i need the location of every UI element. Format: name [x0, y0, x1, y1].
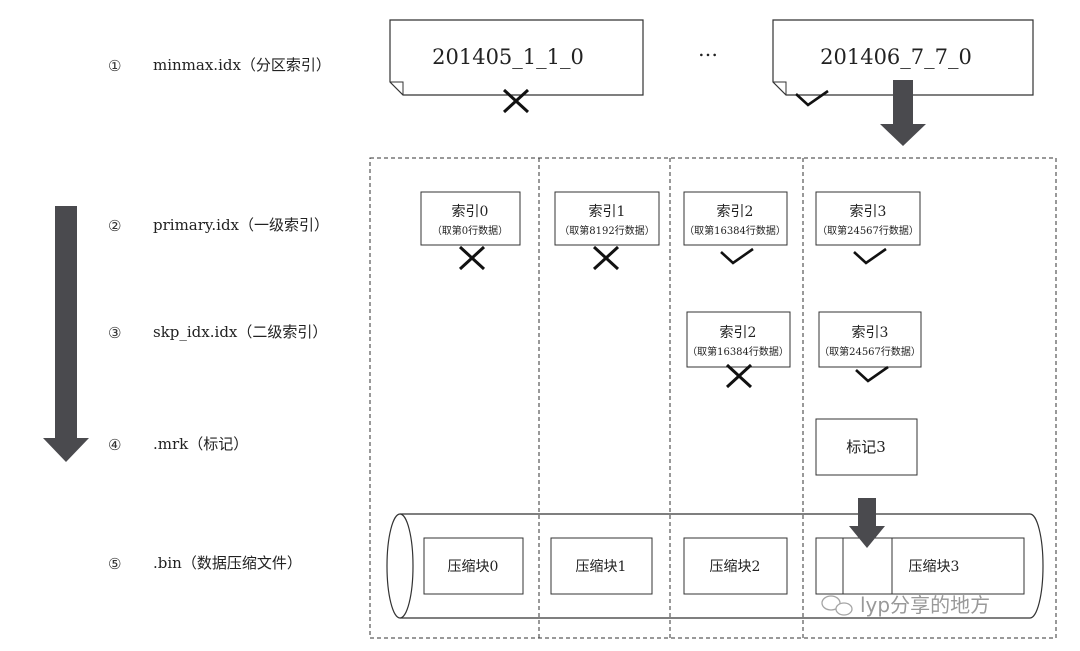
- cross-icon: [592, 245, 620, 271]
- flow-down-arrow: [43, 206, 89, 462]
- partition-left-label: 201405_1_1_0: [432, 45, 584, 69]
- block-0: 压缩块0: [423, 537, 524, 595]
- primary-index-1-title: 索引1: [589, 203, 626, 220]
- level-4-row: ④ .mrk（标记）: [108, 435, 248, 454]
- level-5-row: ⑤ .bin（数据压缩文件）: [108, 554, 302, 573]
- block-3: 压缩块3: [815, 537, 1025, 595]
- primary-index-0-title: 索引0: [452, 203, 489, 220]
- bin-cylinder: [386, 513, 1044, 619]
- block-0-label: 压缩块0: [448, 559, 499, 575]
- partition-right: 201406_7_7_0: [772, 19, 1034, 107]
- check-icon: [719, 247, 755, 265]
- cross-icon: [458, 245, 486, 271]
- level-1-row: ① minmax.idx（分区索引）: [108, 56, 331, 75]
- level-3-label: skp_idx.idx（二级索引）: [153, 323, 327, 341]
- mark-to-block-arrow: [849, 498, 885, 548]
- primary-index-1: 索引1 （取第8192行数据）: [554, 191, 660, 271]
- partition-right-label: 201406_7_7_0: [820, 45, 972, 69]
- partition-left: 201405_1_1_0: [389, 19, 644, 114]
- primary-index-2-sub: （取第16384行数据）: [684, 224, 786, 237]
- skip-index-3-title: 索引3: [852, 324, 889, 341]
- primary-index-0: 索引0 （取第0行数据）: [420, 191, 521, 271]
- level-4-number: ④: [108, 436, 121, 454]
- primary-index-2-title: 索引2: [717, 203, 754, 220]
- check-icon: [854, 365, 890, 383]
- block-2: 压缩块2: [683, 537, 788, 595]
- level-2-label: primary.idx（一级索引）: [153, 216, 329, 234]
- primary-index-2: 索引2 （取第16384行数据）: [683, 191, 788, 265]
- block-1: 压缩块1: [550, 537, 653, 595]
- level-1-label: minmax.idx（分区索引）: [153, 56, 331, 74]
- skip-index-2-sub: （取第16384行数据）: [687, 345, 789, 358]
- level-4-label: .mrk（标记）: [153, 435, 248, 453]
- level-2-row: ② primary.idx（一级索引）: [108, 216, 329, 235]
- cross-icon: [725, 363, 753, 389]
- primary-index-3-sub: （取第24567行数据）: [817, 224, 919, 237]
- primary-index-1-sub: （取第8192行数据）: [559, 224, 654, 237]
- level-2-number: ②: [108, 217, 121, 235]
- primary-index-3: 索引3 （取第24567行数据）: [815, 191, 921, 265]
- block-1-label: 压缩块1: [576, 559, 627, 575]
- granule-grid: [369, 157, 1057, 639]
- primary-index-0-sub: （取第0行数据）: [432, 224, 508, 237]
- watermark-text: lyp分享的地方: [860, 593, 990, 617]
- mark-box: 标记3: [815, 418, 918, 476]
- partition-ellipsis: …: [698, 37, 718, 61]
- check-icon: [852, 247, 888, 265]
- level-1-number: ①: [108, 57, 121, 75]
- skip-index-2-title: 索引2: [720, 324, 757, 341]
- block-2-label: 压缩块2: [710, 559, 761, 575]
- skip-index-3: 索引3 （取第24567行数据）: [818, 311, 922, 383]
- primary-index-3-title: 索引3: [850, 203, 887, 220]
- level-3-row: ③ skp_idx.idx（二级索引）: [108, 323, 327, 342]
- watermark: lyp分享的地方: [821, 593, 990, 617]
- level-3-number: ③: [108, 324, 121, 342]
- partition-down-arrow: [880, 80, 926, 146]
- chat-bubble-icon: [821, 595, 853, 616]
- level-5-label: .bin（数据压缩文件）: [153, 554, 302, 572]
- mark-box-label: 标记3: [846, 438, 886, 456]
- block-3-label: 压缩块3: [909, 559, 960, 575]
- skip-index-3-sub: （取第24567行数据）: [819, 345, 921, 358]
- skip-index-2: 索引2 （取第16384行数据）: [686, 311, 791, 389]
- level-5-number: ⑤: [108, 555, 121, 573]
